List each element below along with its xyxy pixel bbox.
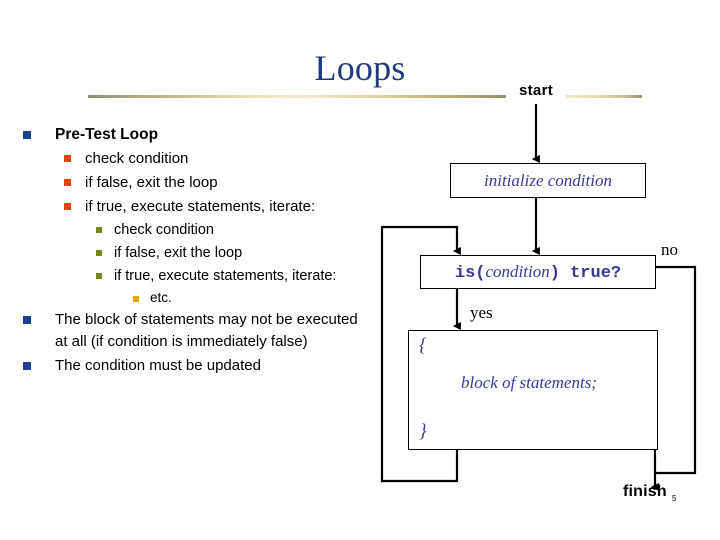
condition-variable: condition — [485, 262, 550, 281]
square-bullet-icon — [64, 203, 71, 210]
list-item: check condition — [0, 219, 370, 241]
list-item: etc. — [0, 288, 370, 308]
list-item-label: etc. — [150, 290, 172, 305]
list-item: if false, exit the loop — [0, 242, 370, 264]
list-item: Pre-Test Loop — [0, 124, 370, 145]
flowchart-finish-label: finish — [623, 483, 667, 500]
list-item-label: if false, exit the loop — [85, 174, 218, 191]
flowchart-box-initialize: initialize condition — [450, 163, 646, 198]
list-item: check condition — [0, 147, 370, 170]
square-bullet-icon — [23, 362, 31, 370]
square-bullet-icon — [64, 155, 71, 162]
condition-suffix: ) true? — [549, 264, 622, 283]
list-item-label: if true, execute statements, iterate: — [85, 198, 316, 215]
list-item-label: check condition — [85, 150, 189, 167]
square-bullet-icon — [96, 273, 102, 279]
slide-number: 5 — [672, 494, 677, 503]
title-divider-right — [566, 95, 642, 98]
flowchart-initialize-label: initialize condition — [484, 171, 612, 190]
flowchart-condition-label: is(condition) true? — [421, 256, 655, 290]
square-bullet-icon — [23, 316, 31, 324]
connector-condition-no-to-finish — [650, 265, 697, 491]
list-item-label: The condition must be updated — [55, 357, 261, 374]
square-bullet-icon — [133, 296, 139, 302]
block-statements-label: block of statements; — [461, 373, 597, 392]
condition-prefix: is( — [454, 264, 486, 283]
bullet-list: Pre-Test Loop check condition if false, … — [0, 124, 370, 379]
list-item: The condition must be updated — [0, 355, 370, 377]
flowchart-no-label: no — [661, 240, 678, 259]
square-bullet-icon — [64, 179, 71, 186]
close-brace-label: } — [419, 421, 427, 442]
list-item: The block of statements may not be execu… — [0, 309, 370, 353]
square-bullet-icon — [96, 227, 102, 233]
list-item-label: if false, exit the loop — [114, 245, 243, 261]
flowchart-yes-label: yes — [470, 303, 493, 322]
open-brace-label: { — [419, 335, 427, 356]
list-item-label: Pre-Test Loop — [55, 126, 159, 143]
page-title: Loops — [314, 48, 406, 88]
title-divider-left — [88, 95, 506, 98]
list-item-label: The block of statements may not be execu… — [55, 311, 358, 350]
square-bullet-icon — [96, 250, 102, 256]
flowchart-start-label: start — [518, 82, 553, 99]
list-item-label: check condition — [114, 222, 214, 238]
list-item: if true, execute statements, iterate: — [0, 265, 370, 287]
square-bullet-icon — [23, 131, 31, 139]
list-item-label: if true, execute statements, iterate: — [114, 268, 337, 284]
list-item: if true, execute statements, iterate: — [0, 195, 370, 218]
list-item: if false, exit the loop — [0, 171, 370, 194]
flowchart-box-condition: is(condition) true? — [420, 255, 656, 289]
flowchart-box-block: { block of statements; } — [408, 330, 658, 450]
